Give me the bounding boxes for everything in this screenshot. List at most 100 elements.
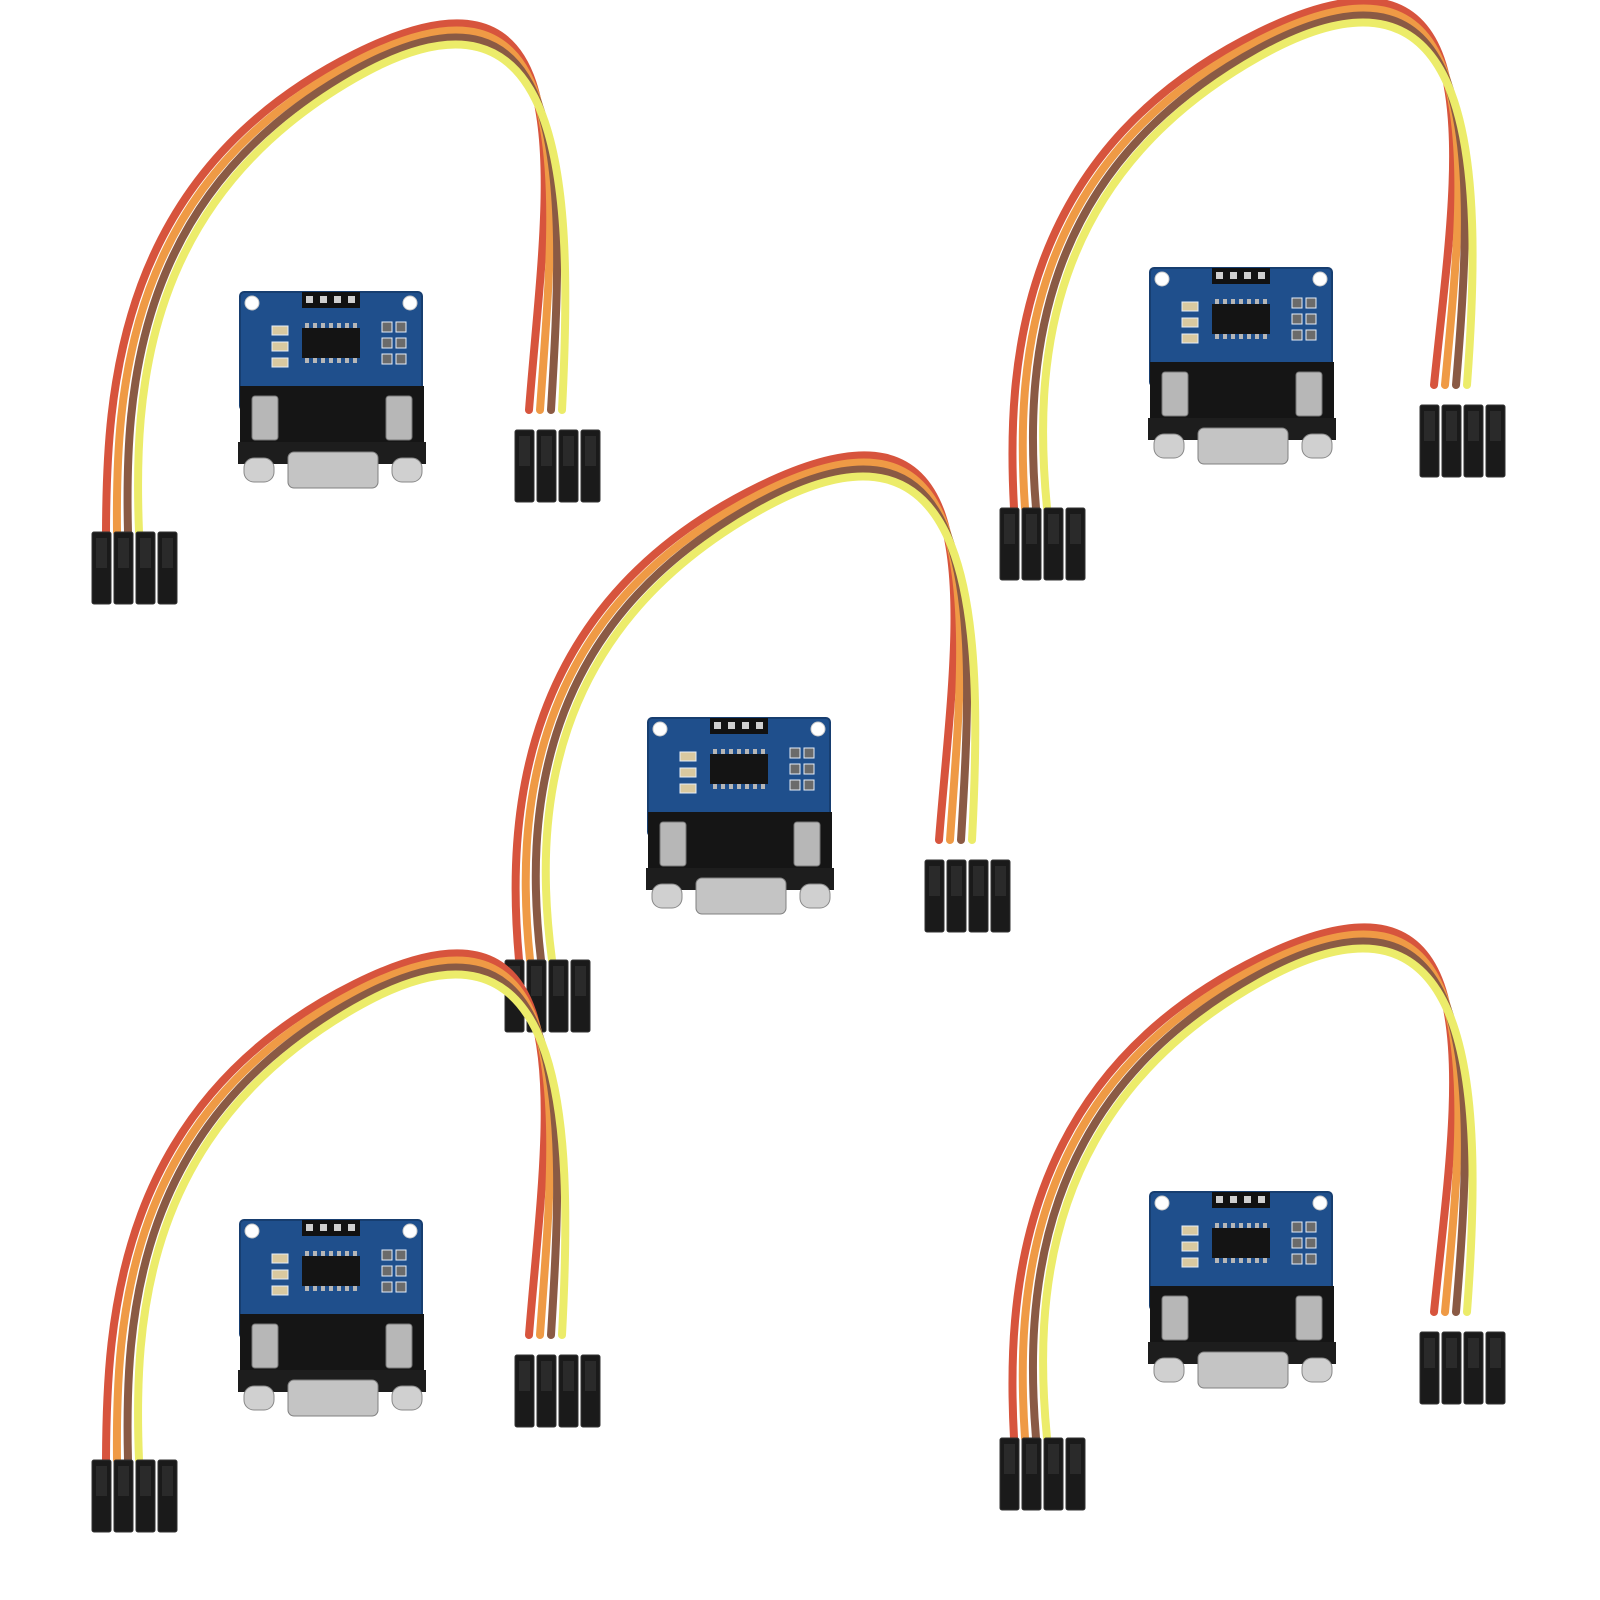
header-pin <box>1230 1196 1237 1203</box>
db9-mount-left <box>1161 371 1189 417</box>
mounting-hole <box>244 1223 260 1239</box>
kit-top-right <box>999 0 1506 581</box>
connector-highlight <box>1026 514 1037 544</box>
ic-chip <box>302 328 360 358</box>
db9-screw-right <box>391 1385 423 1411</box>
db9-mount-left <box>659 821 687 867</box>
ic-pin <box>353 358 357 363</box>
capacitor <box>395 1281 407 1293</box>
capacitor <box>1291 1237 1303 1249</box>
connector-highlight <box>1070 514 1081 544</box>
ic-pin <box>345 358 349 363</box>
jumper-wire <box>134 40 570 536</box>
connector-highlight <box>553 966 564 996</box>
ic-pin <box>745 749 749 754</box>
mounting-hole <box>1312 271 1328 287</box>
ic-pin <box>745 784 749 789</box>
pin-header <box>1212 1192 1270 1208</box>
header-pin <box>306 1224 313 1231</box>
ic-pin <box>1247 299 1251 304</box>
db9-mount-left <box>251 1323 279 1369</box>
connector-highlight <box>951 866 962 896</box>
smd-component <box>271 341 289 352</box>
connector-highlight <box>563 1361 574 1391</box>
header-pin <box>756 722 763 729</box>
db9-screw-right <box>391 457 423 483</box>
ic-pin <box>1255 1223 1259 1228</box>
ic-pin <box>345 1251 349 1256</box>
header-pin <box>348 1224 355 1231</box>
connector-highlight <box>541 436 552 466</box>
capacitor <box>1291 1253 1303 1265</box>
ic-pin <box>1231 1223 1235 1228</box>
kit-bottom-left <box>91 949 601 1533</box>
jumper-wire <box>112 956 555 1464</box>
pin-header <box>1212 268 1270 284</box>
db9-plug <box>695 877 787 915</box>
ic-pin <box>1215 1223 1219 1228</box>
smd-component <box>679 751 697 762</box>
header-pin <box>306 296 313 303</box>
capacitor <box>381 1281 393 1293</box>
connector-highlight <box>585 436 596 466</box>
ic-pin <box>353 323 357 328</box>
connector-highlight <box>140 1466 151 1496</box>
capacitor <box>395 1249 407 1261</box>
pin-header <box>302 1220 360 1236</box>
ic-pin <box>1215 334 1219 339</box>
connector-highlight <box>1004 514 1015 544</box>
capacitor <box>803 779 815 791</box>
ic-pin <box>737 784 741 789</box>
jumper-wire <box>123 33 562 536</box>
ic-pin <box>1247 1223 1251 1228</box>
ic-pin <box>1231 299 1235 304</box>
mounting-hole <box>652 721 668 737</box>
jumper-wire <box>1018 930 1463 1442</box>
connector-highlight <box>1424 1338 1435 1368</box>
db9-screw-left <box>651 883 683 909</box>
mounting-hole <box>402 295 418 311</box>
jumper-wire <box>1039 18 1477 512</box>
capacitor <box>1305 297 1317 309</box>
ic-pin <box>321 1251 325 1256</box>
header-pin <box>742 722 749 729</box>
ic-pin <box>721 784 725 789</box>
pin-header <box>302 292 360 308</box>
db9-plug <box>1197 1351 1289 1389</box>
ic-pin <box>1263 1258 1267 1263</box>
ic-pin <box>1255 334 1259 339</box>
ic-pin <box>313 358 317 363</box>
mounting-hole <box>244 295 260 311</box>
ic-pin <box>305 1251 309 1256</box>
mounting-hole <box>1154 271 1170 287</box>
ic-pin <box>1255 299 1259 304</box>
ic-pin <box>1223 1258 1227 1263</box>
ic-pin <box>353 1286 357 1291</box>
ic-pin <box>1263 299 1267 304</box>
db9-plug <box>287 1379 379 1417</box>
ic-pin <box>353 1251 357 1256</box>
capacitor <box>1291 297 1303 309</box>
ic-pin <box>345 323 349 328</box>
ic-pin <box>345 1286 349 1291</box>
connector-highlight <box>1026 1444 1037 1474</box>
ic-pin <box>1223 334 1227 339</box>
header-pin <box>1230 272 1237 279</box>
connector-highlight <box>1468 1338 1479 1368</box>
ic-pin <box>313 1251 317 1256</box>
jumper-wire <box>541 472 980 964</box>
ic-pin <box>1263 1223 1267 1228</box>
ic-pin <box>305 323 309 328</box>
header-pin <box>1244 272 1251 279</box>
capacitor <box>1305 329 1317 341</box>
connector-highlight <box>1446 411 1457 441</box>
smd-component <box>679 783 697 794</box>
ic-pin <box>1223 299 1227 304</box>
db9-screw-left <box>243 457 275 483</box>
connector-highlight <box>1004 1444 1015 1474</box>
ic-pin <box>1231 334 1235 339</box>
ic-pin <box>321 358 325 363</box>
ic-pin <box>1231 1258 1235 1263</box>
capacitor <box>381 321 393 333</box>
